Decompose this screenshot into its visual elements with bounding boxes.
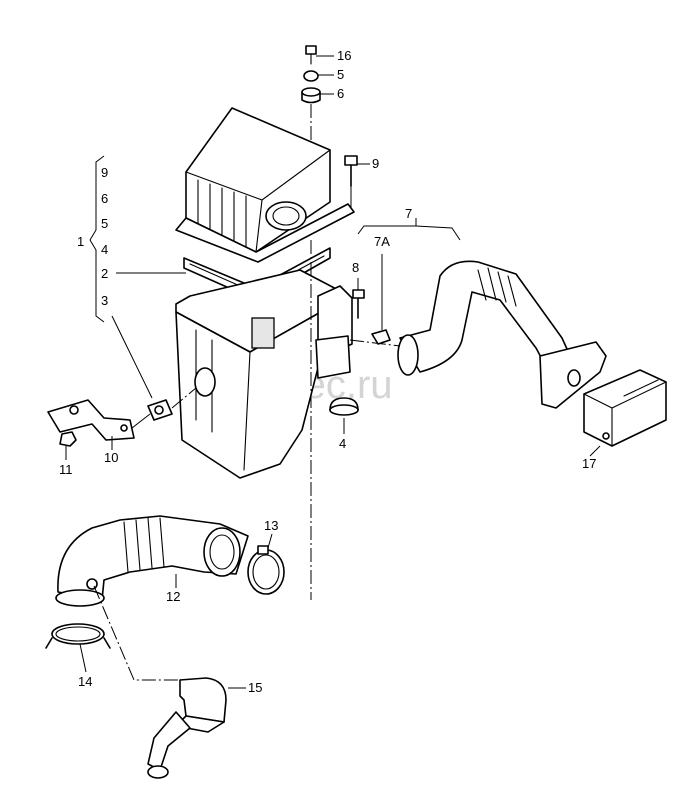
callout-15: 15 <box>248 680 262 695</box>
group-item-6: 6 <box>101 191 108 206</box>
group-item-9: 9 <box>101 165 108 180</box>
grommet-3 <box>147 399 173 421</box>
callout-14: 14 <box>78 674 92 689</box>
callout-5: 5 <box>337 67 344 82</box>
clamp-13 <box>247 545 285 595</box>
group-item-5: 5 <box>101 216 108 231</box>
group-item-4: 4 <box>101 242 108 257</box>
nut-11 <box>59 431 77 447</box>
bracket-10 <box>47 399 135 441</box>
filter-lid <box>175 107 355 263</box>
callout-7: 7 <box>405 206 412 221</box>
axis-grommet <box>171 387 197 409</box>
screw-8 <box>352 289 365 319</box>
leader-bracket-grommet <box>131 413 151 429</box>
callout-1: 1 <box>77 234 84 249</box>
intake-duct <box>397 260 607 409</box>
hose-12 <box>55 515 249 607</box>
callout-6: 6 <box>337 86 344 101</box>
callout-11: 11 <box>59 462 73 477</box>
group-bracket-1 <box>89 155 105 323</box>
callout-17: 17 <box>582 456 596 471</box>
callout-13: 13 <box>264 518 278 533</box>
screw-9 <box>344 155 358 187</box>
callout-4: 4 <box>339 436 346 451</box>
grommet-6 <box>301 87 321 104</box>
bolt-16 <box>305 45 317 65</box>
callout-8: 8 <box>352 260 359 275</box>
cap-4 <box>329 397 359 416</box>
callout-7a: 7A <box>374 234 390 249</box>
inlet-17 <box>583 369 667 447</box>
callout-3: 3 <box>101 293 108 308</box>
callout-16: 16 <box>337 48 351 63</box>
callout-9: 9 <box>372 156 379 171</box>
callout-12: 12 <box>166 589 180 604</box>
hose-15 <box>147 677 227 779</box>
leader-lines <box>65 55 601 689</box>
callout-labels: 16 5 6 9 9 6 5 1 4 2 3 7 7A 8 4 17 10 11… <box>59 48 596 695</box>
assembly-lines <box>93 240 401 681</box>
housing-outlet <box>315 335 351 379</box>
callout-10: 10 <box>104 450 118 465</box>
clamp-14 <box>45 623 111 649</box>
washer-5 <box>303 70 319 82</box>
callout-2: 2 <box>101 266 108 281</box>
clip-7a <box>371 329 391 345</box>
